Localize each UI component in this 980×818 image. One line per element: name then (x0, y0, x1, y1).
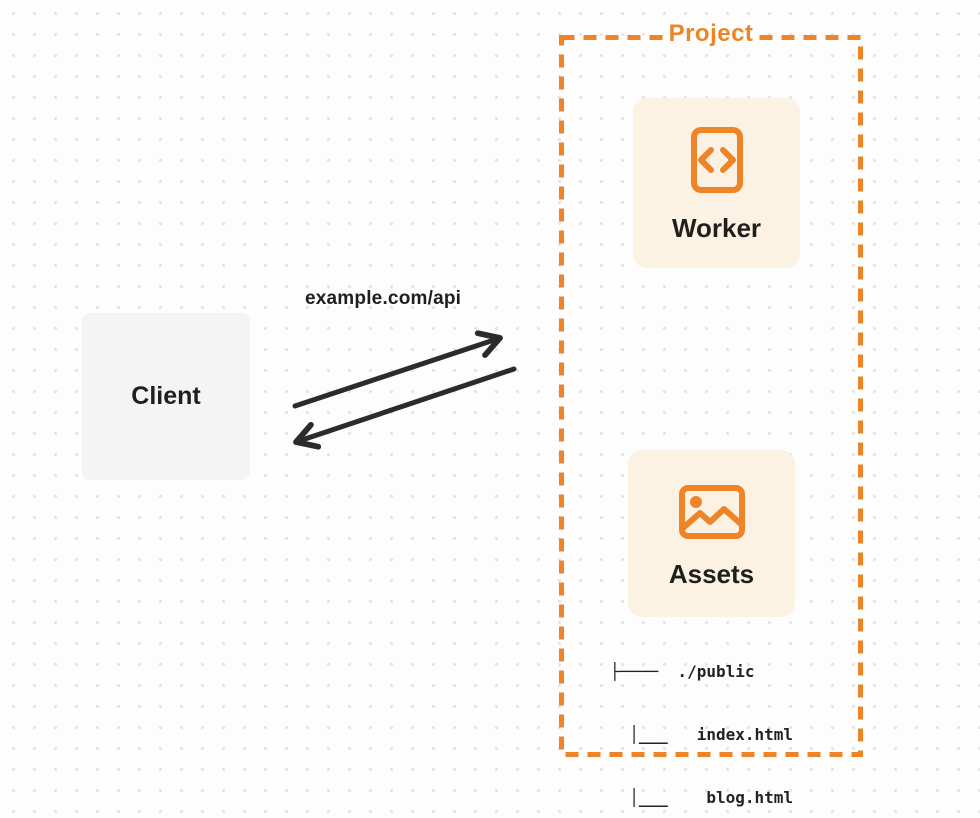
client-label: Client (131, 382, 201, 410)
assets-label: Assets (668, 559, 755, 589)
image-icon (678, 485, 745, 539)
file-tree: ├──── ./public │___ index.html │___ blog… (610, 619, 793, 818)
assets-node: Assets (628, 450, 795, 617)
request-arrow (292, 330, 503, 409)
tree-line-public: ├──── ./public (610, 662, 755, 681)
project-label: Project (559, 20, 863, 48)
client-node: Client (82, 313, 250, 480)
project-label-text: Project (663, 20, 759, 48)
tree-line-index: │___ index.html (610, 725, 794, 744)
response-arrow (293, 366, 517, 450)
worker-node: Worker (633, 98, 800, 268)
request-url-label: example.com/api (305, 288, 462, 309)
code-file-icon (690, 127, 743, 193)
tree-line-blog: │___ blog.html (610, 788, 794, 807)
worker-label: Worker (671, 213, 762, 243)
